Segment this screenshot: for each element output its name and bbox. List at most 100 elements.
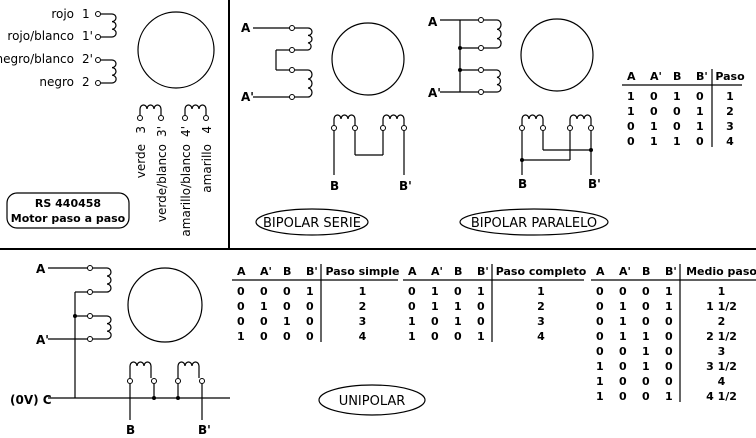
table-cell: 0 [696,90,704,103]
table-cell: 0 [596,330,604,343]
table-cell: 0 [260,330,268,343]
motor-lead-label: amarillo [200,144,214,193]
table-header: B' [665,265,677,278]
table-header: B [673,70,681,83]
motor-lead-label: amarillo/blanco [179,144,193,237]
table-cell: 1 [696,105,704,118]
table-cell: 0 [650,105,658,118]
table-cell: 1 [408,330,416,343]
motor-rotor-icon [520,18,594,92]
motor-rotor-icon [137,11,215,89]
motor-lead-num: 2' [82,52,93,66]
unipolar-section: A A' (0V) C B B' UNIPOL [10,262,426,437]
table-cell: 1 [431,300,439,313]
terminal-label: A' [241,90,254,104]
table-cell: 0 [408,300,416,313]
terminal-label: A [241,21,251,35]
table-header: Medio paso [686,265,756,278]
terminal-label: B [518,177,527,191]
table-header: A' [619,265,631,278]
table-cell: 0 [619,360,627,373]
terminal-label: A [428,15,438,29]
table-cell: 1 [596,375,604,388]
coil-icon [333,114,356,125]
table-cell: 0 [642,390,650,403]
table-cell: 1 [619,330,627,343]
motor-model: RS 440458 [35,197,101,210]
table-cell: 3 [359,315,367,328]
table-header: A' [650,70,662,83]
coil-icon [382,114,405,125]
motor-label-box [6,192,130,229]
motor-lead-label: verde/blanco [155,144,169,222]
table-cell: 0 [283,330,291,343]
table-cell: 0 [665,315,673,328]
table-cell: 1 [718,285,726,298]
table-cell: 0 [431,315,439,328]
table-cell: 1 [283,315,291,328]
table-cell: 1 [627,105,635,118]
terminal-label: B' [399,179,412,193]
table-cell: 0 [283,300,291,313]
coil-icon [177,361,200,378]
table-cell: 0 [306,330,314,343]
table-cell: 1 [642,360,650,373]
table-cell: 1 [596,360,604,373]
table-cell: 0 [619,375,627,388]
table-cell: 0 [477,315,485,328]
bipolar-paralelo-title: BIPOLAR PARALELO [471,216,597,231]
table-cell: 0 [237,315,245,328]
table-cell: 0 [627,135,635,148]
table-cell: 0 [627,120,635,133]
terminal-label: B [126,423,135,437]
table-header: A [627,70,636,83]
bipolar-paralelo-section: A A' B B' [428,15,609,236]
table-cell: 1 [454,300,462,313]
coil-icon [496,19,502,49]
table-cell: 1 [454,315,462,328]
table-cell: 1 [619,300,627,313]
motor-lead-label: verde [134,144,148,178]
table-cell: 1 [477,285,485,298]
coil-icon [307,27,313,51]
motor-lead-num: 1 [82,7,90,21]
coil-icon [139,104,162,115]
table-cell: 0 [673,105,681,118]
table-cell: 0 [408,285,416,298]
coil-icon [521,114,544,125]
table-cell: 2 [726,105,734,118]
table-cell: 3 [726,120,734,133]
table-header: B [642,265,650,278]
table-header: Paso simple [325,265,399,278]
terminal-label: A [36,262,46,276]
table-cell: 4 [726,135,734,148]
table-cell: 1 [696,120,704,133]
table-cell: 0 [596,345,604,358]
terminal-label: B [330,179,339,193]
table-cell: 2 [359,300,367,313]
table-cell: 1 [477,330,485,343]
motor-lead-num: 4' [179,126,193,137]
table-cell: 0 [260,315,268,328]
table-cell: 1 [673,135,681,148]
table-cell: 0 [665,375,673,388]
table-header: B' [696,70,708,83]
table-cell: 1 [431,285,439,298]
table-header: B [454,265,462,278]
coil-icon [569,114,592,125]
motor-rotor-icon [127,267,203,343]
table-cell: 0 [642,285,650,298]
table-cell: 4 [718,375,726,388]
table-cell: 0 [619,345,627,358]
table-cell: 3 [537,315,545,328]
table-cell: 3 [718,345,726,358]
coil-icon [129,361,152,378]
motor-section: rojo 1 rojo/blanco 1' negro/blanco 2' ne… [0,7,215,237]
table-cell: 0 [283,285,291,298]
coil-icon [106,267,112,293]
table-cell: 0 [454,330,462,343]
motor-lead-num: 3' [155,126,169,137]
bipolar-serie-title: BIPOLAR SERIE [263,216,361,231]
